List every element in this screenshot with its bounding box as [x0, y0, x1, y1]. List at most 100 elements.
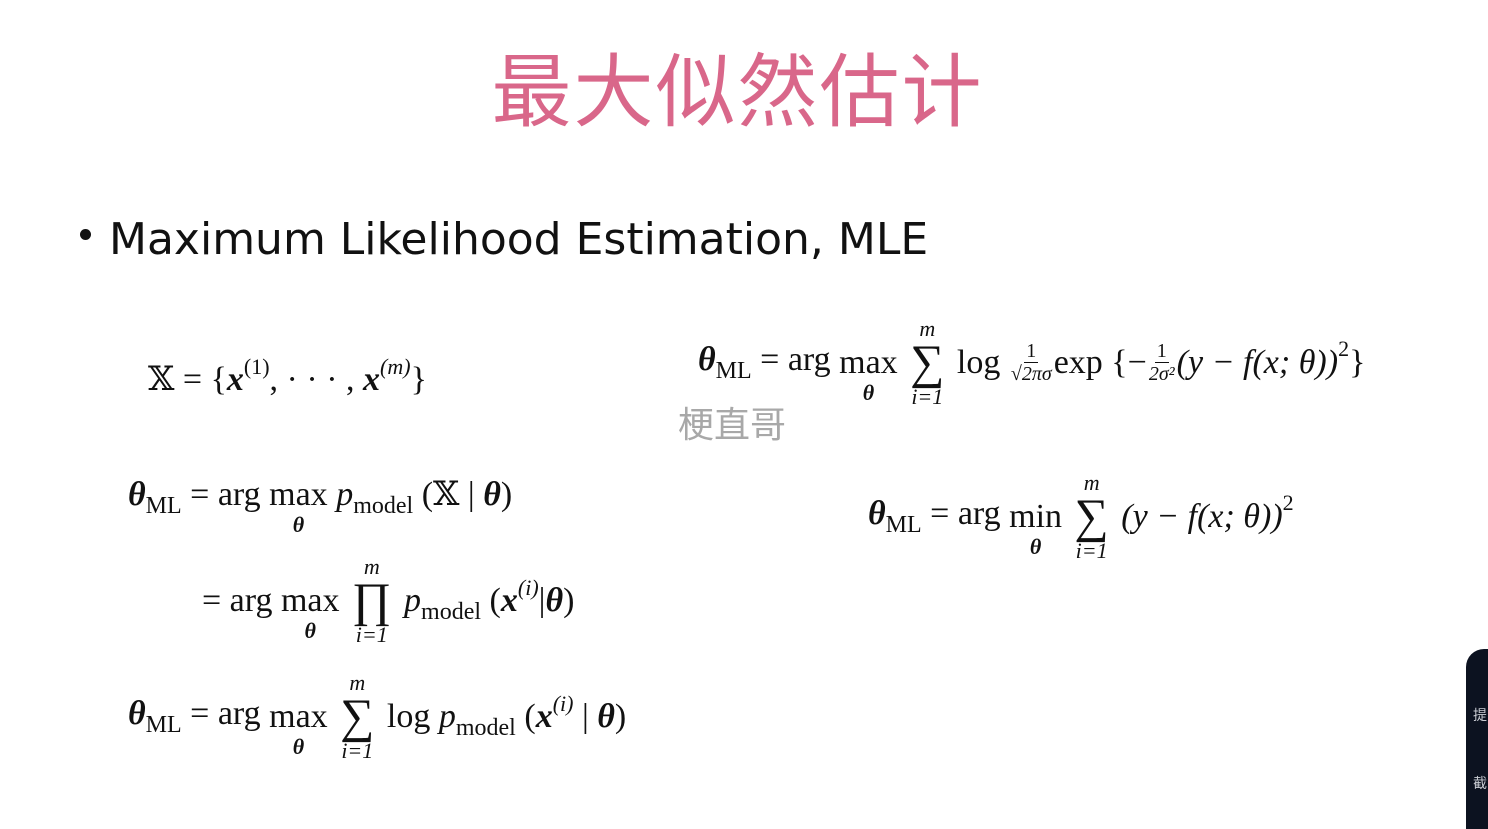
paren: ) — [614, 698, 627, 736]
args: (𝕏 | — [413, 476, 484, 513]
theta: θ — [483, 476, 501, 513]
under: θ — [292, 733, 305, 759]
brace: } — [1349, 343, 1366, 381]
bot: i=1 — [355, 621, 388, 647]
theta: θ — [698, 340, 716, 378]
paren: ( — [481, 582, 501, 620]
sum: m∑i=1 — [1075, 472, 1109, 562]
eq: = arg — [751, 340, 840, 378]
under: θ — [292, 512, 305, 537]
sub: model — [353, 493, 414, 519]
sum-symbol: ∑ — [340, 690, 375, 743]
term: pmodel (x(i)|θ) — [404, 577, 575, 625]
bot: i=1 — [341, 737, 374, 763]
min: min — [1009, 497, 1063, 535]
top: m — [919, 316, 936, 341]
theta: θ — [128, 476, 146, 513]
sup: 2 — [1338, 335, 1350, 361]
paren: ( — [515, 698, 536, 736]
lhs: θML = arg — [698, 340, 840, 383]
bullet-dot-icon — [80, 228, 91, 240]
top: m — [349, 670, 366, 695]
num: 1 — [1024, 339, 1039, 363]
top: m — [1083, 470, 1100, 495]
sum: m∑i=1 — [340, 672, 374, 762]
under: θ — [304, 617, 316, 643]
p: p — [336, 476, 354, 513]
var-x: x — [226, 361, 244, 398]
sub: ML — [145, 493, 182, 519]
slide-title: 最大似然估计 — [491, 46, 984, 139]
ellipsis: , · · · , — [269, 361, 364, 398]
sum-symbol: ∑ — [910, 336, 945, 389]
eq: = arg — [202, 581, 281, 619]
max: max — [280, 581, 340, 619]
under: θ — [1029, 533, 1042, 559]
num: 1 — [1154, 339, 1169, 363]
under: θ — [862, 379, 875, 405]
prompt-button[interactable]: 提 — [1473, 708, 1487, 724]
max: max — [269, 476, 328, 513]
top: m — [363, 554, 380, 579]
eq: = arg — [181, 694, 270, 732]
bullet-text: Maximum Likelihood Estimation, MLE — [109, 214, 929, 265]
watermark: 梗直哥 — [678, 405, 787, 446]
formula-dataset: 𝕏 = {x(1), · · · , x(m)} — [148, 356, 427, 397]
x: x — [535, 698, 553, 736]
screenshot-button[interactable]: 截 — [1473, 776, 1487, 792]
bullet-item: Maximum Likelihood Estimation, MLE — [80, 214, 928, 265]
den: √2πσ — [1010, 362, 1052, 385]
log: log — [956, 343, 1009, 381]
paren: ) — [563, 582, 575, 620]
sub: ML — [715, 357, 752, 384]
sup: (m) — [380, 354, 411, 379]
lhs: θML = arg — [128, 694, 270, 737]
theta: θ — [868, 494, 886, 532]
sup: (1) — [243, 354, 270, 379]
sup: (i) — [552, 691, 574, 717]
log: log — [386, 698, 439, 736]
theta: θ — [545, 582, 564, 620]
den: 2σ² — [1148, 362, 1175, 385]
theta: θ — [597, 698, 615, 736]
body: (y − f(x; θ)) — [1176, 343, 1339, 381]
brace: } — [410, 361, 427, 398]
lhs: θML = arg — [868, 494, 1009, 537]
sub: model — [421, 599, 482, 626]
sub: ML — [145, 711, 182, 738]
side-toolbar: 提 截 — [1466, 649, 1488, 829]
body: (y − f(x; θ)) — [1121, 497, 1283, 535]
x: x — [500, 582, 518, 620]
sum-symbol: ∑ — [1074, 490, 1109, 543]
max: max — [269, 697, 328, 735]
product: m∏i=1 — [352, 556, 392, 646]
exp: exp {− — [1053, 343, 1147, 381]
sub: ML — [885, 511, 922, 538]
sum: m∑i=1 — [910, 318, 944, 408]
prod-symbol: ∏ — [352, 574, 392, 627]
sup: (i) — [517, 575, 539, 601]
eq: = { — [174, 361, 227, 398]
sub: model — [455, 715, 516, 742]
p: p — [438, 698, 456, 736]
bot: i=1 — [1075, 537, 1108, 563]
bar: | — [573, 698, 598, 736]
bot: i=1 — [911, 383, 944, 409]
term: log pmodel (x(i) | θ) — [386, 693, 627, 741]
bar: | — [538, 582, 546, 620]
p: p — [404, 582, 422, 620]
max: max — [839, 343, 898, 381]
eq: = arg — [181, 476, 270, 513]
var-x: x — [363, 361, 381, 398]
set-symbol: 𝕏 — [148, 361, 175, 398]
